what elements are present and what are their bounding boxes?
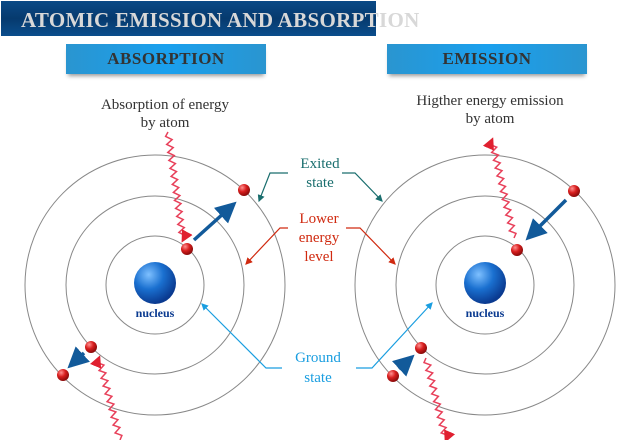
caption-line: by atom <box>465 111 515 127</box>
excited-leader-left <box>257 172 288 203</box>
orbit-lower <box>65 195 245 375</box>
orbit-ground <box>105 235 205 335</box>
emission-heading: EMISSION <box>387 44 587 74</box>
nucleus-label: nucleus <box>136 306 175 320</box>
ground-label: state <box>304 370 332 386</box>
emission-caption: Higther energy emission by atom <box>380 92 600 128</box>
absorption-atom <box>24 154 286 416</box>
electron <box>511 244 523 256</box>
electron <box>387 370 399 382</box>
title-banner: ATOMIC EMISSION AND ABSORPTION <box>1 1 419 36</box>
electron <box>85 341 97 353</box>
nucleus-sphere <box>464 262 506 304</box>
ground-leader-left <box>201 303 282 369</box>
caption-line: Higther energy emission <box>416 93 564 109</box>
photon-wave <box>164 131 193 243</box>
absorption-caption: Absorption of energy by atom <box>55 96 275 132</box>
excited-leader-right <box>342 172 383 202</box>
nucleus-sphere <box>134 262 176 304</box>
electron <box>181 243 193 255</box>
excited-label: state <box>306 175 334 191</box>
caption-line: by atom <box>140 115 190 131</box>
photon-wave <box>422 357 456 440</box>
ground-label: Ground <box>295 350 341 366</box>
lower-label: level <box>304 249 333 265</box>
transition-arrow <box>192 201 237 242</box>
page-title: ATOMIC EMISSION AND ABSORPTION <box>21 8 420 32</box>
photon-wave <box>482 137 517 239</box>
lower-leader-right <box>346 227 396 265</box>
lower-leader-left <box>245 227 288 265</box>
electron <box>568 185 580 197</box>
orbit-ground <box>435 235 535 335</box>
orbit-excited <box>24 154 286 416</box>
caption-line: Absorption of energy <box>100 97 230 113</box>
lower-label: energy <box>299 230 340 246</box>
electron <box>238 184 250 196</box>
excited-label: Exited <box>300 156 340 172</box>
emission-atom <box>354 154 616 416</box>
electron <box>415 342 427 354</box>
electron <box>57 369 69 381</box>
orbit-lower <box>395 195 575 375</box>
ground-leader-right <box>356 302 433 369</box>
orbit-excited <box>354 154 616 416</box>
photon-wave <box>90 355 123 440</box>
lower-label: Lower <box>299 211 338 227</box>
transition-arrow <box>392 354 415 377</box>
nucleus-label: nucleus <box>466 306 505 320</box>
transition-arrow <box>67 346 90 369</box>
transition-arrow <box>525 198 568 241</box>
absorption-heading: ABSORPTION <box>66 44 266 74</box>
